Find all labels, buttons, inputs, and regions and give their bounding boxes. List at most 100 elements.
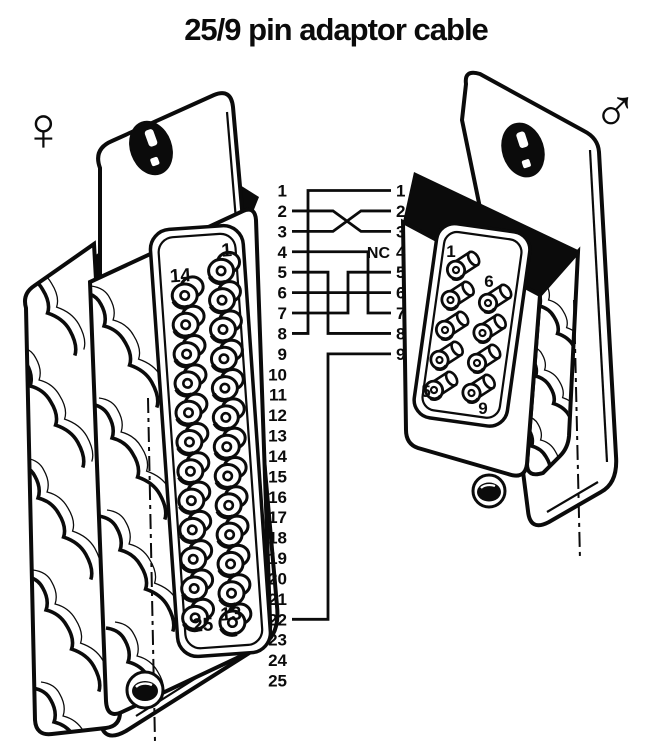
db9-pin-number: 7 — [396, 304, 405, 323]
db25-pin-number: 18 — [268, 529, 287, 548]
hatch-line — [25, 244, 78, 357]
db9-pin — [440, 280, 475, 311]
db25-pin — [181, 597, 216, 633]
db25-pin — [180, 568, 215, 603]
db9-centerline — [573, 299, 581, 561]
db9-pin — [466, 343, 502, 374]
db25-face-label-25: 25 — [192, 614, 215, 636]
hatch-line — [528, 345, 578, 428]
db25-pin-number: 11 — [269, 386, 287, 405]
db9-pin — [472, 313, 507, 344]
db25-pin — [176, 451, 211, 486]
db25-pin — [215, 514, 250, 549]
db25-pin — [211, 397, 246, 432]
db9-pin-field: 1 6 5 9 — [412, 221, 532, 428]
db25-pin — [175, 421, 210, 457]
db25-pin-number: 6 — [278, 284, 287, 303]
db9-pin — [429, 340, 464, 371]
db9-pin-number: 8 — [396, 324, 405, 343]
db25-pin-number: 22 — [268, 610, 287, 629]
db25-pin — [212, 426, 247, 462]
db9-retaining-screw — [471, 473, 507, 509]
db9-face-label-1: 1 — [446, 242, 455, 261]
db9-connector: 1 6 5 9 — [400, 70, 619, 561]
db25-pin-number: 14 — [268, 447, 287, 466]
db25-pin-number: 2 — [278, 202, 287, 221]
db25-pin — [177, 480, 212, 515]
db25-pin-number: 23 — [268, 631, 287, 650]
db9-pin-number: 6 — [396, 284, 405, 303]
db25-pin-number: 8 — [278, 324, 287, 343]
db9-pin-number: 2 — [396, 202, 405, 221]
db25-pin-number: 19 — [268, 549, 287, 568]
db25-pin-number: 10 — [268, 365, 287, 384]
db9-flange-bottom-edge — [546, 481, 599, 513]
db9-pin — [477, 283, 513, 314]
hatch-line — [25, 457, 102, 574]
female-symbol: ♀ — [20, 95, 67, 164]
db25-mounting-hole — [129, 120, 173, 176]
db25-pin-number: 24 — [268, 651, 287, 670]
hatch-line — [90, 290, 160, 409]
wire-3-to-2 — [292, 209, 391, 233]
db25-pin-number: 3 — [278, 222, 287, 241]
wire-7-to-5 — [292, 270, 391, 315]
hatch-line — [25, 345, 94, 462]
nc-label: NC — [367, 245, 391, 262]
db25-pin-number: 16 — [268, 488, 287, 507]
db25-pin-number: 4 — [278, 243, 288, 262]
db25-pin-number: 17 — [268, 508, 287, 527]
hatch-line — [527, 415, 578, 473]
db25-pin — [174, 392, 209, 428]
db9-pin — [434, 310, 470, 341]
db9-pin — [423, 370, 459, 401]
male-symbol: ♂ — [592, 77, 639, 146]
db9-pin-number: 4 — [396, 243, 406, 262]
hatch-line — [25, 462, 94, 581]
db25-pin-number: 25 — [268, 672, 287, 691]
hatch-line — [90, 402, 168, 521]
db9-pin — [445, 250, 481, 281]
db25-pin — [172, 334, 207, 369]
db25-pin-field: 1 14 25 13 — [148, 223, 273, 659]
db25-pin — [170, 275, 205, 310]
db9-pin-number: 1 — [396, 182, 405, 201]
db25-pin-number: 1 — [278, 182, 287, 201]
db25-pin-number: 12 — [268, 406, 287, 425]
hatch-line — [25, 574, 102, 693]
db25-pin-number-column: 1234567891011121314151617181920212223242… — [268, 182, 287, 691]
db25-pin — [178, 509, 213, 545]
db9-face-label-6: 6 — [484, 272, 493, 291]
db25-pin — [173, 363, 208, 398]
db25-pin-number: 15 — [268, 467, 287, 486]
db25-pin — [210, 368, 245, 403]
db25-pin — [216, 543, 251, 579]
db25-pin-number: 5 — [278, 263, 287, 282]
db9-pin-number: 5 — [396, 263, 405, 282]
db25-face-label-14: 14 — [169, 265, 192, 287]
db25-pin — [213, 455, 248, 491]
db9-face-label-5: 5 — [421, 382, 430, 401]
db25-connector: 1 14 25 13 — [23, 91, 280, 743]
db25-pin — [207, 250, 242, 286]
db9-pin — [461, 373, 496, 404]
db25-pin — [209, 338, 244, 374]
db25-pin-number: 9 — [278, 345, 287, 364]
db25-pin — [218, 602, 253, 637]
db25-pin — [208, 309, 243, 344]
wire-4-to-7 — [292, 250, 391, 315]
db25-face-label-1: 1 — [221, 240, 233, 262]
wire-5-to-8 — [292, 270, 391, 335]
diagram-title: 25/9 pin adaptor cable — [184, 12, 489, 47]
hatch-line — [97, 514, 176, 633]
db25-pin — [179, 539, 214, 574]
hatch-line — [31, 686, 110, 735]
db9-pin-number: 9 — [396, 345, 405, 364]
db25-pin-number: 21 — [268, 590, 287, 609]
db9-mounting-hole — [501, 122, 545, 178]
db25-retaining-screw — [125, 670, 165, 710]
db25-pin-number: 13 — [268, 427, 287, 446]
